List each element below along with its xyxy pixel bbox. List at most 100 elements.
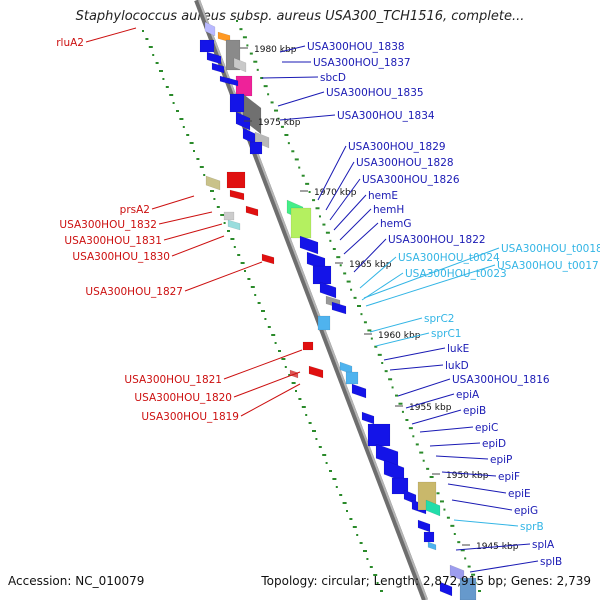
gc-dot-inner — [391, 386, 394, 389]
gene-label-USA300HOU_1835[interactable]: USA300HOU_1835 — [326, 87, 424, 99]
gene-label-epiG[interactable]: epiG — [514, 505, 538, 517]
label-leader — [375, 332, 430, 347]
gene-feature[interactable] — [367, 423, 391, 447]
gene-label-sbcD[interactable]: sbcD — [320, 72, 346, 84]
gene-label-USA300HOU_1838[interactable]: USA300HOU_1838 — [307, 41, 405, 53]
gene-feature[interactable] — [206, 51, 222, 65]
gene-feature[interactable] — [345, 371, 359, 385]
gene-feature[interactable] — [427, 541, 437, 551]
map-title: Staphylococcus aureus subsp. aureus USA3… — [75, 9, 525, 24]
gene-label-USA300HOU_t0024[interactable]: USA300HOU_t0024 — [398, 252, 500, 264]
gene-label-USA300HOU_1826[interactable]: USA300HOU_1826 — [362, 174, 460, 186]
gene-feature[interactable] — [361, 411, 375, 425]
gene-feature[interactable] — [229, 93, 245, 113]
gc-dot-inner — [395, 394, 399, 397]
gene-feature[interactable] — [204, 21, 216, 37]
gene-feature[interactable] — [261, 253, 275, 265]
gene-feature[interactable] — [226, 171, 246, 189]
gene-label-hemG[interactable]: hemG — [380, 218, 411, 230]
gene-label-USA300HOU_1828[interactable]: USA300HOU_1828 — [356, 157, 454, 169]
gene-label-USA300HOU_1820[interactable]: USA300HOU_1820 — [134, 392, 232, 404]
gene-label-hemE[interactable]: hemE — [368, 190, 398, 202]
gene-label-splA[interactable]: splA — [532, 539, 555, 551]
gene-label-USA300HOU_1834[interactable]: USA300HOU_1834 — [337, 110, 435, 122]
gc-dot-inner — [419, 451, 424, 454]
gene-label-lukD[interactable]: lukD — [445, 360, 469, 372]
gc-dot-outer — [301, 406, 306, 408]
gene-feature[interactable] — [319, 281, 337, 299]
gene-label-epiD[interactable]: epiD — [482, 438, 506, 450]
gene-feature[interactable] — [312, 265, 332, 285]
gc-dot-outer — [179, 118, 184, 120]
gene-feature[interactable] — [299, 235, 319, 255]
gene-feature[interactable] — [205, 175, 221, 191]
gc-dot-inner — [246, 44, 249, 47]
gene-label-USA300HOU_1819[interactable]: USA300HOU_1819 — [141, 411, 239, 423]
gene-feature[interactable] — [331, 301, 347, 315]
gc-dot-inner — [412, 435, 415, 438]
gene-feature[interactable] — [290, 207, 312, 239]
gc-dot-outer — [312, 430, 316, 432]
gene-feature[interactable] — [219, 75, 231, 85]
gc-dot-inner — [239, 28, 243, 31]
gene-label-sprC1[interactable]: sprC1 — [431, 328, 461, 340]
label-leader — [429, 442, 481, 447]
gene-label-epiC[interactable]: epiC — [475, 422, 498, 434]
gene-label-USA300HOU_1821[interactable]: USA300HOU_1821 — [124, 374, 222, 386]
gene-feature[interactable] — [235, 75, 253, 97]
gene-label-rluA2[interactable]: rluA2 — [56, 37, 84, 49]
gc-dot-inner — [325, 231, 330, 234]
gene-feature[interactable] — [199, 39, 215, 53]
gene-feature[interactable] — [423, 531, 435, 543]
gene-label-USA300HOU_1822[interactable]: USA300HOU_1822 — [388, 234, 486, 246]
gene-label-USA300HOU_t0018[interactable]: USA300HOU_t0018 — [501, 243, 600, 255]
gene-label-splB[interactable]: splB — [540, 556, 562, 568]
gene-feature[interactable] — [459, 577, 477, 600]
gene-feature[interactable] — [417, 519, 431, 533]
gene-feature[interactable] — [227, 77, 239, 87]
gene-feature[interactable] — [211, 62, 225, 74]
label-leader — [85, 27, 137, 43]
gene-feature[interactable] — [308, 365, 324, 379]
gene-feature[interactable] — [223, 211, 235, 221]
label-leader — [240, 383, 301, 417]
gene-label-sprB[interactable]: sprB — [520, 521, 544, 533]
gene-label-USA300HOU_1831[interactable]: USA300HOU_1831 — [64, 235, 162, 247]
gene-label-USA300HOU_t0023[interactable]: USA300HOU_t0023 — [405, 268, 507, 280]
gene-label-sprC2[interactable]: sprC2 — [424, 313, 454, 325]
gene-label-USA300HOU_1837[interactable]: USA300HOU_1837 — [313, 57, 411, 69]
gene-feature[interactable] — [227, 219, 241, 231]
label-leader — [365, 264, 496, 307]
gene-label-USA300HOU_1827[interactable]: USA300HOU_1827 — [85, 286, 183, 298]
gc-dot-outer — [213, 198, 216, 200]
gene-feature[interactable] — [351, 383, 367, 399]
gene-label-USA300HOU_1829[interactable]: USA300HOU_1829 — [348, 141, 446, 153]
gene-label-USA300HOU_1816[interactable]: USA300HOU_1816 — [452, 374, 550, 386]
gene-label-epiA[interactable]: epiA — [456, 389, 480, 401]
gene-feature[interactable] — [249, 141, 263, 155]
tick-label: 1960 kbp — [378, 331, 421, 341]
gene-feature[interactable] — [439, 581, 453, 597]
gene-label-epiE[interactable]: epiE — [508, 488, 531, 500]
label-leader — [451, 499, 513, 511]
gc-dot-inner — [284, 134, 289, 136]
gene-feature[interactable] — [317, 315, 331, 331]
gene-label-prsA2[interactable]: prsA2 — [120, 204, 150, 216]
gene-feature[interactable] — [235, 111, 251, 131]
gc-dot-inner — [315, 207, 320, 210]
gc-dot-outer — [305, 414, 308, 416]
gene-feature[interactable] — [233, 57, 247, 73]
gene-label-lukE[interactable]: lukE — [447, 343, 469, 355]
gene-feature[interactable] — [229, 189, 245, 201]
gene-label-USA300HOU_t0017[interactable]: USA300HOU_t0017 — [497, 260, 599, 272]
gene-feature[interactable] — [302, 341, 314, 351]
gene-label-epiF[interactable]: epiF — [498, 471, 520, 483]
gene-label-epiP[interactable]: epiP — [490, 454, 512, 466]
gene-label-hemH[interactable]: hemH — [373, 204, 404, 216]
gene-feature[interactable] — [425, 499, 441, 517]
gene-label-USA300HOU_1832[interactable]: USA300HOU_1832 — [59, 219, 157, 231]
gene-label-USA300HOU_1830[interactable]: USA300HOU_1830 — [72, 251, 170, 263]
gene-feature[interactable] — [245, 205, 259, 217]
gene-label-epiB[interactable]: epiB — [463, 405, 486, 417]
